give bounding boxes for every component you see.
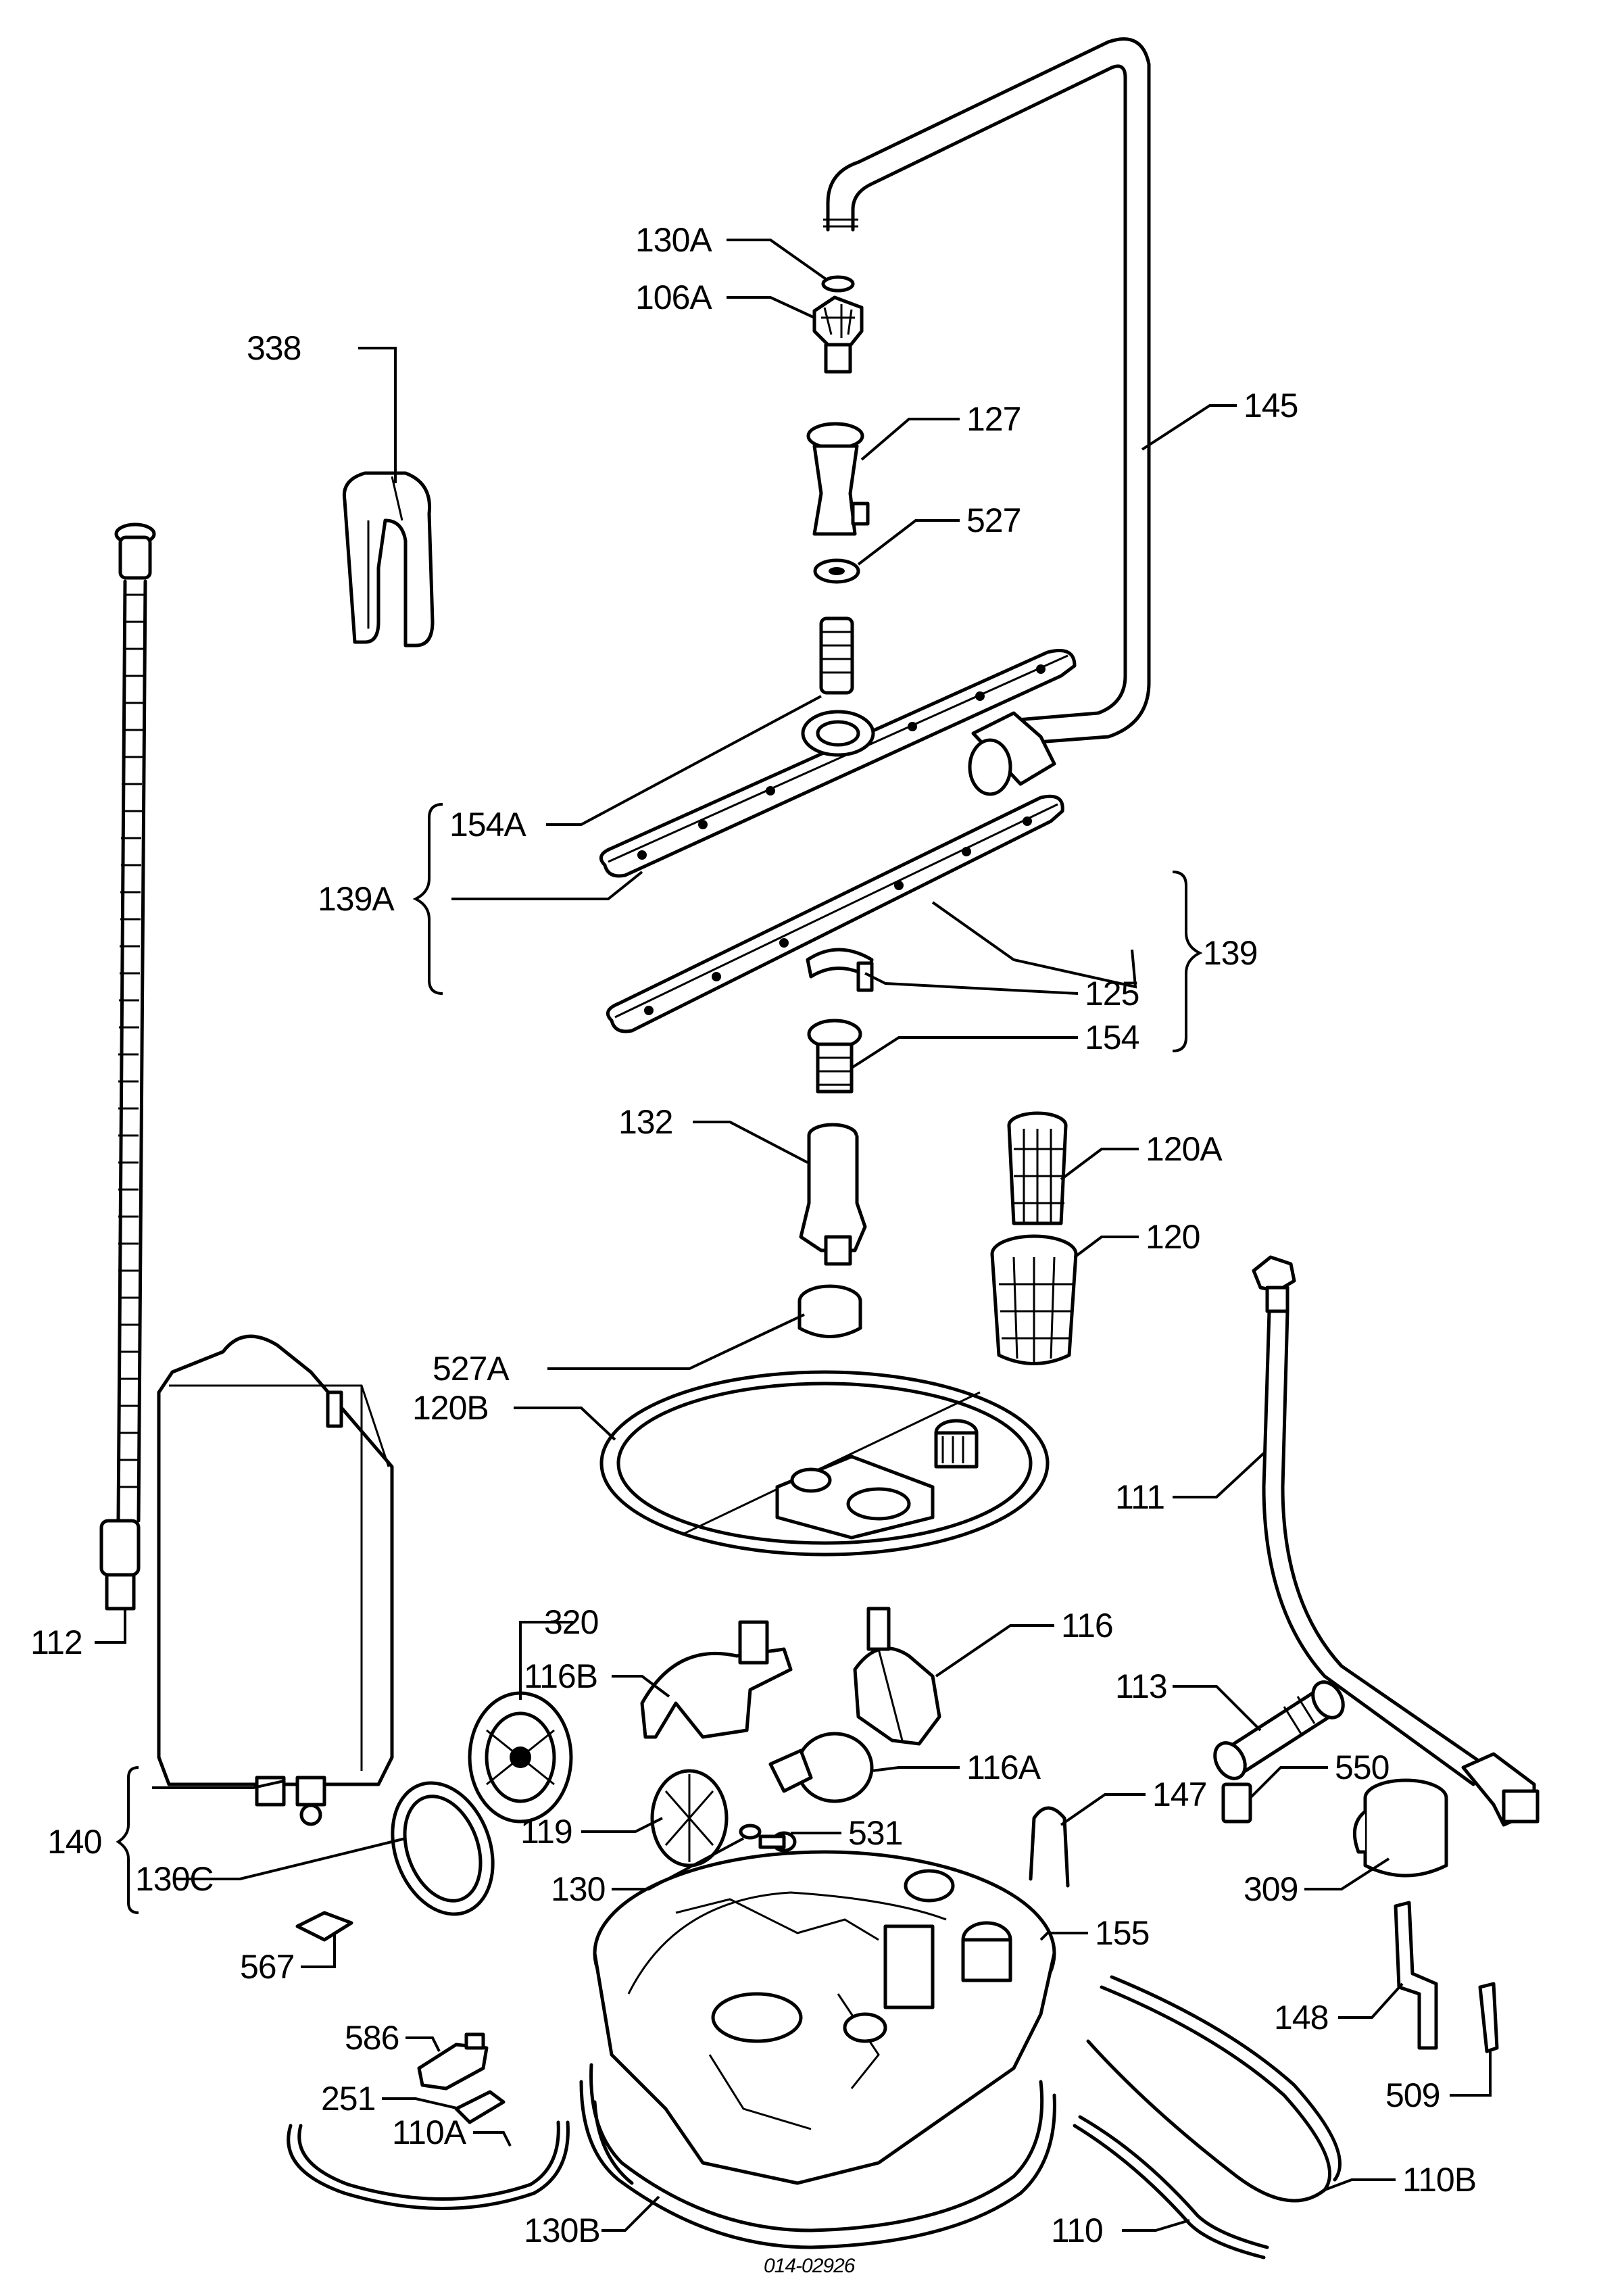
- label-148: 148: [1274, 1999, 1328, 2036]
- label-550: 550: [1335, 1749, 1389, 1786]
- label-147: 147: [1152, 1776, 1206, 1813]
- label-145: 145: [1244, 387, 1298, 424]
- label-110B: 110B: [1402, 2161, 1476, 2199]
- block-550: [1221, 1782, 1252, 1824]
- bracket-338: [342, 471, 435, 648]
- collar-527A: [797, 1284, 862, 1338]
- drawing-number: 014-02926: [764, 2255, 856, 2277]
- label-130: 130: [551, 1870, 605, 1908]
- label-130C: 130C: [135, 1860, 214, 1898]
- label-106A: 106A: [635, 278, 712, 316]
- cup-309: [1352, 1778, 1448, 1878]
- label-110: 110: [1051, 2212, 1103, 2249]
- screw-531: [758, 1831, 797, 1853]
- label-116: 116: [1061, 1607, 1113, 1644]
- hose-112: [99, 522, 156, 1611]
- filter-120A: [1007, 1111, 1068, 1225]
- filter-120: [990, 1234, 1078, 1365]
- label-531: 531: [848, 1814, 902, 1852]
- leader-lines: [95, 239, 1492, 2232]
- label-110A: 110A: [392, 2114, 467, 2151]
- pump-housing-320: [468, 1691, 573, 1824]
- label-127: 127: [966, 400, 1021, 438]
- filter-plate-120B: [599, 1370, 1050, 1557]
- u-clip-147: [1029, 1806, 1070, 1888]
- label-338: 338: [247, 329, 301, 367]
- o-ring-130: [739, 1824, 762, 1840]
- label-120B: 120B: [412, 1389, 489, 1427]
- bearing-127: [806, 422, 870, 536]
- pin-509: [1478, 1982, 1499, 2053]
- label-586: 586: [345, 2019, 399, 2057]
- bracket-148: [1394, 1901, 1438, 2050]
- valve-116B: [640, 1620, 793, 1739]
- label-154A: 154A: [449, 806, 526, 844]
- part-labels: 130A 106A 338 127 145 527 154A 139A 125 …: [30, 221, 1477, 2277]
- label-125: 125: [1085, 975, 1139, 1012]
- label-139A: 139A: [318, 880, 395, 918]
- supply-tube-145: [823, 37, 1151, 796]
- ring-130C: [391, 1781, 495, 1916]
- impeller-119: [650, 1769, 729, 1867]
- valve-116A: [768, 1732, 874, 1803]
- label-320: 320: [544, 1603, 598, 1641]
- label-113: 113: [1115, 1667, 1167, 1705]
- nut-106A: [812, 295, 864, 374]
- upper-spray-arm-139A: [599, 616, 1077, 878]
- o-ring-130A: [821, 275, 855, 293]
- hose-110A: [287, 2120, 570, 2210]
- label-111: 111: [1115, 1478, 1164, 1516]
- label-120: 120: [1146, 1218, 1200, 1256]
- label-112: 112: [30, 1623, 82, 1661]
- connector-586: [417, 2032, 489, 2091]
- lower-spray-arm-139: [606, 794, 1064, 1033]
- label-251: 251: [321, 2080, 375, 2118]
- label-509: 509: [1385, 2076, 1440, 2114]
- connector-113: [1213, 1680, 1345, 1780]
- drain-hose-111: [1252, 1255, 1540, 1827]
- label-119: 119: [520, 1813, 572, 1851]
- label-130A: 130A: [635, 221, 712, 259]
- label-154: 154: [1085, 1019, 1139, 1056]
- valve-116: [853, 1607, 941, 1746]
- label-132: 132: [618, 1103, 672, 1141]
- part-251: [454, 2090, 506, 2124]
- label-120A: 120A: [1146, 1130, 1223, 1168]
- gasket-130B: [579, 2063, 1056, 2249]
- hose-110: [1073, 2115, 1269, 2260]
- label-567: 567: [240, 1948, 294, 1986]
- label-116A: 116A: [966, 1749, 1041, 1786]
- label-527A: 527A: [433, 1350, 510, 1388]
- label-139: 139: [1203, 934, 1257, 972]
- nozzle-154: [807, 1019, 862, 1094]
- tank-140: [157, 1334, 394, 1826]
- label-116B: 116B: [524, 1657, 597, 1695]
- clip-567: [295, 1911, 353, 1942]
- label-155: 155: [1095, 1914, 1149, 1952]
- clip-125: [806, 948, 874, 992]
- sump-155: [593, 1850, 1056, 2185]
- label-309: 309: [1244, 1870, 1298, 1908]
- label-527: 527: [966, 502, 1021, 539]
- washer-527: [813, 558, 860, 584]
- label-140: 140: [47, 1823, 101, 1861]
- label-130B: 130B: [524, 2212, 600, 2249]
- tube-132: [799, 1123, 867, 1266]
